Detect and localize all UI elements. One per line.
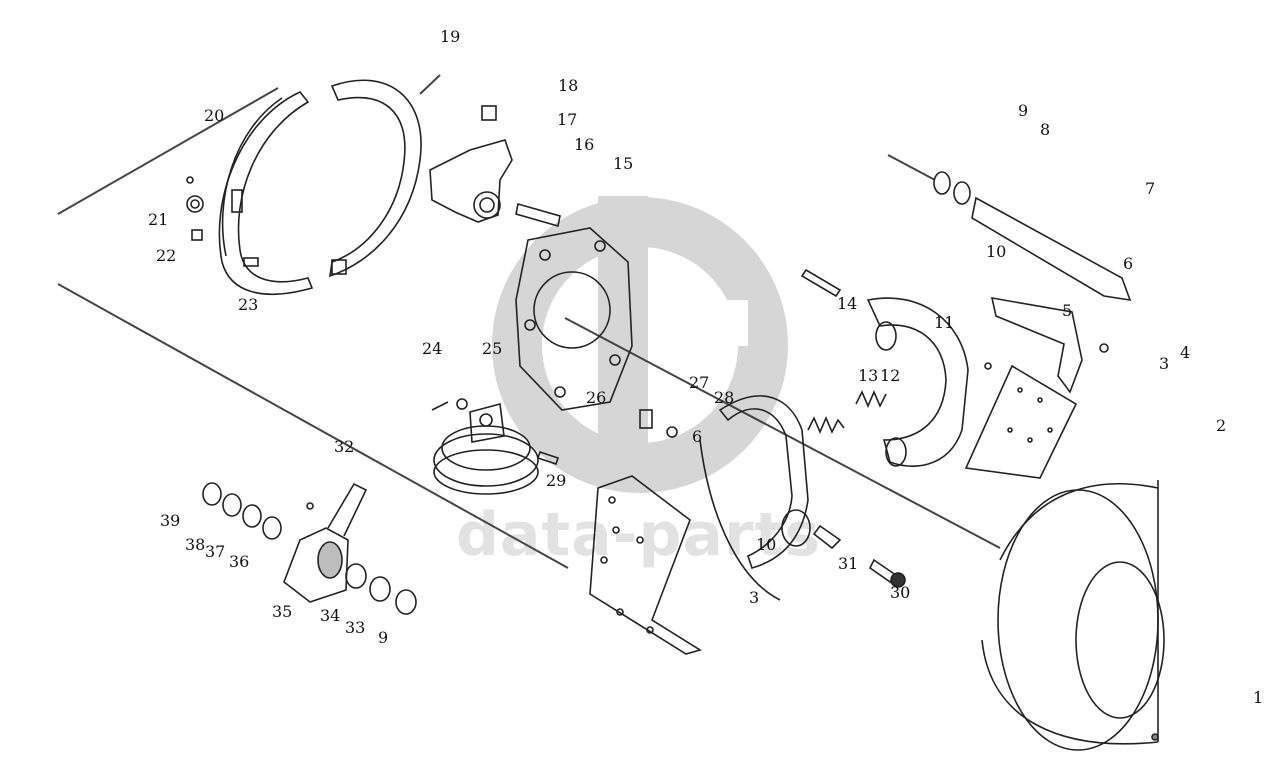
brake-lining-5 [964, 297, 1083, 479]
callout-2: 2 [1216, 416, 1227, 435]
pin-14 [800, 268, 842, 298]
callout-4: 4 [1180, 343, 1191, 362]
callout-7: 7 [1145, 179, 1156, 198]
brake-lining-3-left [589, 475, 702, 655]
callout-27: 27 [689, 373, 710, 392]
callout-35: 35 [272, 602, 293, 621]
bracket-15-18 [429, 105, 561, 228]
callout-9-top: 9 [1018, 101, 1029, 120]
callout-12: 12 [880, 366, 901, 385]
callout-32: 32 [334, 437, 355, 456]
callout-24: 24 [422, 339, 443, 358]
axis-lines [57, 74, 1001, 569]
callout-13: 13 [858, 366, 879, 385]
callout-14: 14 [837, 294, 858, 313]
brake-drum-1 [981, 480, 1165, 751]
brake-shoe-11 [866, 297, 969, 467]
callout-5: 5 [1062, 301, 1073, 320]
small-parts-27-6 [639, 409, 678, 438]
callout-11: 11 [934, 313, 955, 332]
callout-10-bottom: 10 [756, 535, 777, 554]
callout-10-top: 10 [986, 242, 1007, 261]
callout-20: 20 [204, 106, 225, 125]
anchor-plate-25 [515, 227, 633, 411]
brake-chamber-32 [431, 398, 539, 495]
small-parts-21-22 [186, 176, 204, 241]
callout-36: 36 [229, 552, 250, 571]
callout-33: 33 [345, 618, 366, 637]
slack-adjuster-35 [283, 482, 368, 603]
callout-1: 1 [1253, 688, 1264, 707]
callout-15: 15 [613, 154, 634, 173]
callout-39: 39 [160, 511, 181, 530]
callout-8: 8 [1040, 120, 1051, 139]
callout-34: 34 [320, 606, 341, 625]
callout-3-right: 3 [1159, 354, 1170, 373]
callout-17: 17 [557, 110, 578, 129]
callout-25: 25 [482, 339, 503, 358]
callout-9-bottom: 9 [378, 628, 389, 647]
callout-37: 37 [205, 542, 226, 561]
dust-shield-19 [329, 79, 422, 278]
springs-12-13 [807, 389, 887, 435]
backing-plate-20 [218, 91, 314, 295]
callout-18: 18 [558, 76, 579, 95]
callout-6-right: 6 [1123, 254, 1134, 273]
callout-28: 28 [714, 388, 735, 407]
seals-33-39 [202, 482, 417, 615]
callout-22: 22 [156, 246, 177, 265]
callout-23: 23 [238, 295, 259, 314]
callout-38: 38 [185, 535, 206, 554]
callout-16: 16 [574, 135, 595, 154]
callout-30: 30 [890, 583, 911, 602]
callout-26: 26 [586, 388, 607, 407]
callout-6-center: 6 [692, 427, 703, 446]
bolt-29 [536, 450, 560, 466]
brake-shoe-28 [699, 395, 811, 601]
callout-21: 21 [148, 210, 169, 229]
callout-19: 19 [440, 27, 461, 46]
camshaft-7 [933, 171, 1132, 301]
callout-3-bottom: 3 [749, 588, 760, 607]
callout-31: 31 [838, 554, 859, 573]
watermark-text: data-parts [456, 500, 821, 570]
callout-29: 29 [546, 471, 567, 490]
